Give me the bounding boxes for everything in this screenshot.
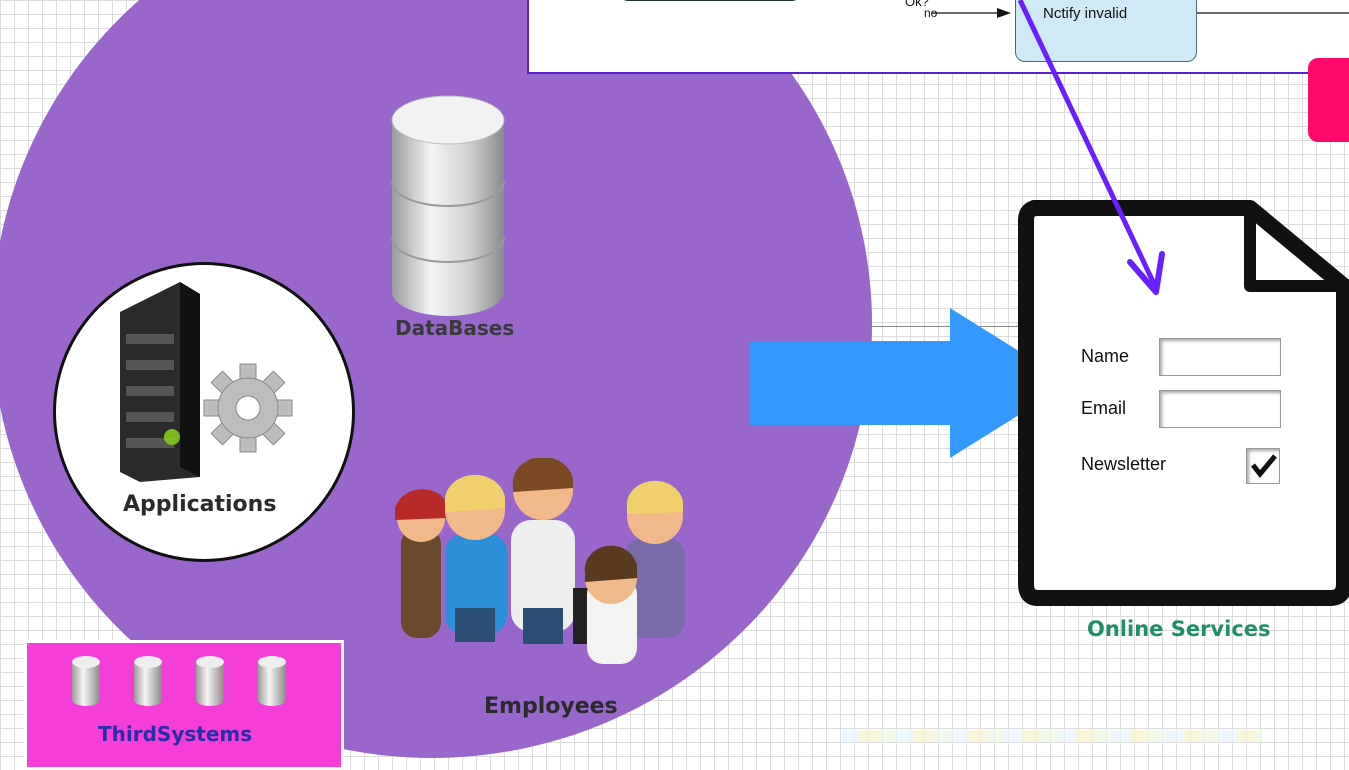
databases-label: DataBases: [395, 316, 515, 340]
applications-label: Applications: [123, 492, 277, 517]
database-icon: [391, 95, 505, 316]
third-systems-label: ThirdSystems: [98, 722, 253, 746]
email-field-label: Email: [1081, 398, 1127, 418]
name-input[interactable]: [1159, 338, 1281, 376]
faint-bottom-stripe: [842, 730, 1262, 742]
decision-label: Ok?: [905, 0, 929, 9]
arrow-icon: [750, 308, 1070, 458]
third-systems-database-icons: [72, 656, 286, 706]
name-field-label: Name: [1081, 346, 1130, 366]
flowchart-panel: [527, 0, 1349, 74]
employees-label: Employees: [484, 694, 618, 719]
pink-block: [1308, 58, 1349, 142]
purple-arrow-icon: [1017, 0, 1165, 295]
newsletter-label: Newsletter: [1081, 454, 1167, 474]
newsletter-checkbox[interactable]: [1246, 448, 1280, 484]
notify-invalid-label: Nctify invalid: [1043, 5, 1128, 22]
flowchart-connectors: [623, 0, 1349, 18]
no-branch-label: no: [924, 6, 938, 20]
notify-invalid-box: [1015, 0, 1197, 62]
gear-icon: [203, 363, 293, 453]
checkmark-icon: [1251, 454, 1277, 478]
email-input[interactable]: [1159, 390, 1281, 428]
server-icon: [120, 282, 200, 482]
online-services-label: Online Services: [1087, 617, 1271, 641]
people-icon: [395, 458, 685, 664]
